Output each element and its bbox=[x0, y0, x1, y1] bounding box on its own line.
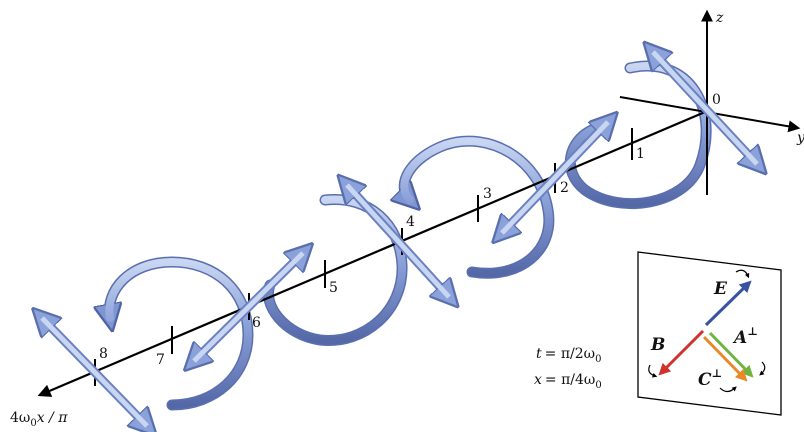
position-annotation: x= π/4ω0 bbox=[534, 372, 602, 391]
tick-label-5: 5 bbox=[329, 280, 338, 296]
rotation-mark-E bbox=[735, 269, 750, 279]
rotation-mark-B bbox=[648, 364, 658, 378]
vector-C bbox=[702, 335, 748, 382]
tick-label-1: 1 bbox=[636, 146, 645, 162]
origin-label: 0 bbox=[712, 92, 721, 108]
label-E: E bbox=[713, 279, 728, 299]
tick-label-2: 2 bbox=[560, 180, 569, 196]
y-axis-label: y bbox=[796, 130, 804, 146]
tick-label-6: 6 bbox=[252, 315, 261, 331]
label-A: A⊥ bbox=[732, 325, 758, 348]
z-axis-label: z bbox=[715, 10, 724, 26]
vector-B bbox=[658, 329, 705, 376]
tick-labels: 1 2 3 4 5 6 7 8 bbox=[99, 146, 645, 368]
vector-inset-panel: E A⊥ B C⊥ bbox=[637, 251, 782, 416]
vector-A bbox=[708, 331, 754, 378]
x-axis-caption: 4ω0x / π bbox=[10, 410, 68, 429]
x-axis-line bbox=[37, 110, 706, 397]
vector-E bbox=[704, 280, 752, 327]
tick-label-3: 3 bbox=[483, 186, 492, 202]
field-arrows bbox=[42, 52, 757, 426]
tick-label-7: 7 bbox=[156, 352, 165, 368]
time-annotation: t= π/2ω0 bbox=[536, 346, 601, 365]
rotation-mark-A bbox=[759, 361, 766, 376]
tick-label-8: 8 bbox=[99, 346, 108, 362]
rotation-mark-C bbox=[719, 386, 737, 393]
label-C: C⊥ bbox=[698, 367, 722, 390]
label-B: B bbox=[650, 335, 665, 355]
tick-label-4: 4 bbox=[406, 214, 415, 230]
